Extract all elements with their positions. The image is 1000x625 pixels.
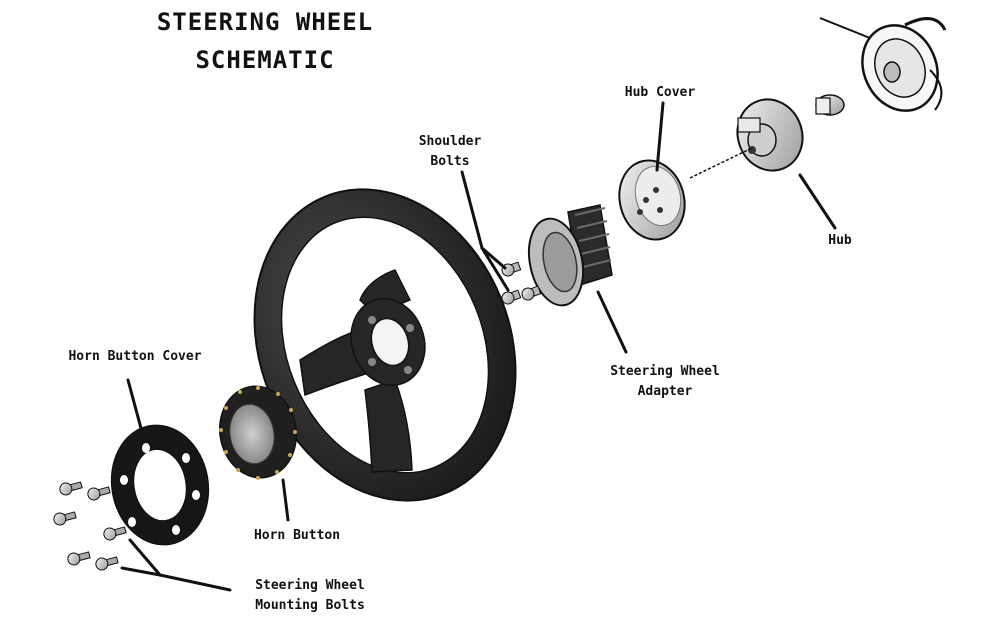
label-hub-cover: Hub Cover	[624, 85, 696, 100]
horn-button-cover-part	[110, 424, 210, 546]
leader-mounting-bolts	[120, 566, 232, 592]
hub-part	[689, 98, 804, 179]
label-mounting-bolts-line-2: Mounting Bolts	[255, 598, 365, 613]
steering-wheel-adapter-part	[527, 204, 613, 307]
label-shoulder-bolts-line-2: Bolts	[430, 154, 470, 169]
label-adapter-line-1: Steering Wheel	[610, 364, 720, 379]
diagram-title-line-1: STEERING WHEEL	[156, 8, 374, 36]
steering-column	[819, 17, 947, 112]
label-hub: Hub	[828, 233, 852, 248]
leader-horn-button-cover	[126, 378, 144, 434]
diagram-title-line-2: SCHEMATIC	[195, 46, 335, 74]
hub-cover-part	[618, 159, 686, 241]
horn-button-part	[218, 385, 298, 480]
label-mounting-bolts-line-1: Steering Wheel	[255, 578, 365, 593]
leader-horn-button	[281, 478, 290, 522]
leader-hub	[798, 173, 837, 230]
mounting-bolts-part	[53, 481, 127, 571]
label-adapter-line-2: Adapter	[637, 384, 693, 399]
leader-adapter	[596, 290, 628, 354]
leader-hub-cover	[655, 101, 665, 172]
label-horn-button-cover: Horn Button Cover	[68, 349, 202, 364]
hub-spacer	[815, 94, 845, 116]
label-horn-button: Horn Button	[253, 528, 341, 543]
leader-lines	[120, 101, 837, 592]
steering-wheel-part	[253, 188, 517, 502]
shoulder-bolts-part	[501, 261, 542, 305]
label-shoulder-bolts-line-1: Shoulder	[418, 134, 482, 149]
